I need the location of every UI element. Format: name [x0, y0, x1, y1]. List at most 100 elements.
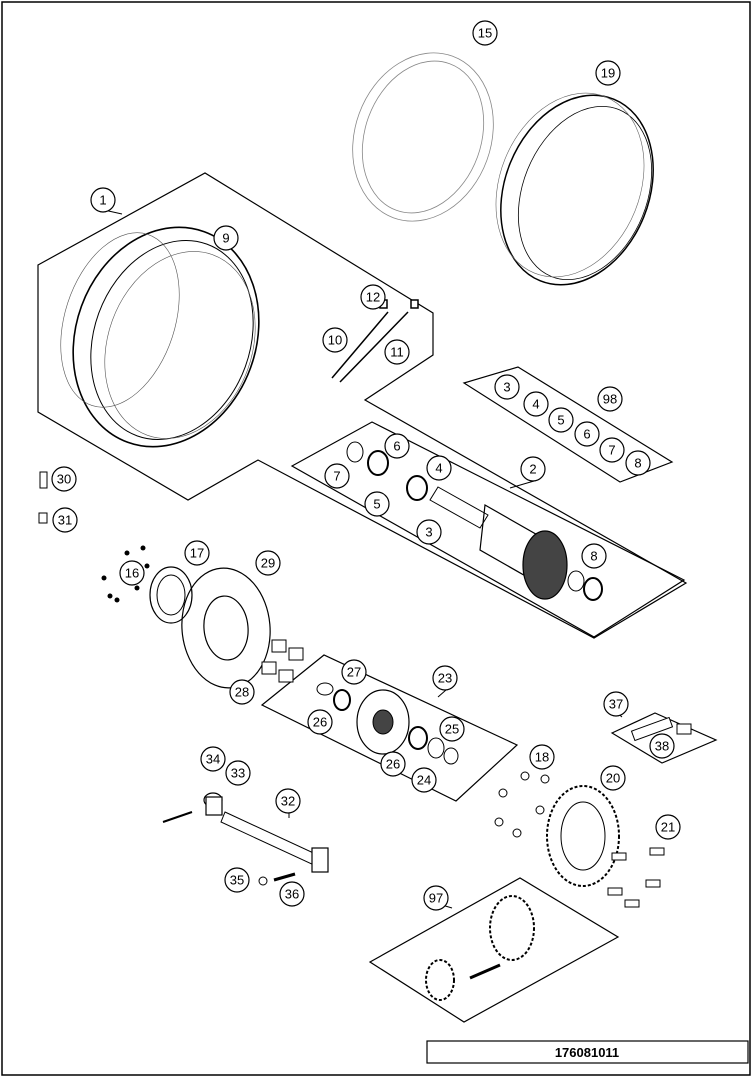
callout-circle — [384, 339, 410, 365]
callout-label: 6 — [583, 427, 590, 442]
callout-25: 25 — [439, 716, 465, 742]
callout-circle — [364, 491, 390, 517]
callout-circle — [548, 407, 574, 433]
callout-38: 38 — [649, 733, 675, 759]
callout-circle — [597, 386, 623, 412]
callout-circle — [581, 543, 607, 569]
callout-17: 17 — [184, 540, 210, 566]
callout-circle — [494, 374, 520, 400]
callout-12: 12 — [360, 284, 386, 310]
callout-26: 26 — [380, 751, 406, 777]
callout-circle — [603, 691, 629, 717]
callout-circle — [432, 665, 458, 691]
callout-label: 38 — [655, 739, 669, 754]
callout-circle — [224, 867, 250, 893]
callout-circle — [529, 744, 555, 770]
callout-label: 97 — [429, 891, 443, 906]
callout-15: 15 — [472, 20, 498, 46]
valve-parts-30-31 — [38, 471, 48, 524]
callout-37: 37 — [603, 691, 629, 717]
callout-circle — [520, 456, 546, 482]
dampers-28 — [261, 639, 304, 683]
callout-circle — [341, 659, 367, 685]
callout-label: 24 — [417, 773, 431, 788]
kit-37-outline — [610, 712, 718, 764]
callout-36: 36 — [279, 881, 305, 907]
callout-5: 5 — [364, 491, 390, 517]
callout-circle — [600, 765, 626, 791]
rim-tape-15 — [352, 52, 494, 222]
callout-circle — [90, 187, 116, 213]
callout-label: 19 — [601, 66, 615, 81]
callout-label: 16 — [125, 566, 139, 581]
callout-28: 28 — [229, 679, 255, 705]
callout-circle — [380, 751, 406, 777]
callout-16: 16 — [119, 560, 145, 586]
callout-24: 24 — [411, 767, 437, 793]
callout-layer: 1234567891011121516171819202123242526262… — [51, 20, 681, 911]
callout-circle — [119, 560, 145, 586]
callout-35: 35 — [224, 867, 250, 893]
brake-disc-29 — [181, 567, 271, 689]
callout-circle — [184, 540, 210, 566]
callout-label: 98 — [603, 392, 617, 407]
callout-label: 2 — [529, 462, 536, 477]
callout-label: 37 — [609, 697, 623, 712]
callout-34: 34 — [200, 746, 226, 772]
callout-circle — [439, 716, 465, 742]
drawing-number: 176081011 — [555, 1045, 619, 1060]
callout-circle — [229, 679, 255, 705]
callout-6: 6 — [574, 421, 600, 447]
tube-19 — [495, 92, 654, 286]
callout-21: 21 — [655, 814, 681, 840]
callout-label: 17 — [190, 546, 204, 561]
nuts-18 — [494, 771, 550, 838]
callout-label: 27 — [347, 665, 361, 680]
callout-circle — [423, 885, 449, 911]
callout-circle — [307, 709, 333, 735]
callout-label: 8 — [634, 456, 641, 471]
callout-label: 1 — [99, 193, 106, 208]
callout-circle — [384, 433, 410, 459]
callout-label: 6 — [393, 439, 400, 454]
callout-label: 23 — [438, 671, 452, 686]
callout-label: 28 — [235, 685, 249, 700]
callout-3: 3 — [494, 374, 520, 400]
callout-label: 4 — [435, 461, 442, 476]
callout-label: 8 — [590, 549, 597, 564]
callout-label: 3 — [425, 525, 432, 540]
disc-carrier-17 — [149, 566, 193, 624]
callout-label: 4 — [532, 397, 539, 412]
callout-circle — [599, 437, 625, 463]
callout-circle — [411, 767, 437, 793]
callout-27: 27 — [341, 659, 367, 685]
callout-1: 1 — [90, 187, 116, 213]
callout-6: 6 — [384, 433, 410, 459]
callout-label: 10 — [328, 333, 342, 348]
callout-circle — [360, 284, 386, 310]
callout-circle — [574, 421, 600, 447]
callout-10: 10 — [322, 327, 348, 353]
callout-98: 98 — [597, 386, 623, 412]
callout-2: 2 — [520, 456, 546, 482]
drawing-number-box — [426, 1040, 749, 1064]
callout-circle — [324, 463, 350, 489]
callout-circle — [275, 788, 301, 814]
callout-circle — [322, 327, 348, 353]
callout-circle — [595, 60, 621, 86]
kit-97-outline — [368, 877, 620, 1023]
callout-8: 8 — [581, 543, 607, 569]
callout-32: 32 — [275, 788, 301, 814]
callout-circle — [52, 507, 78, 533]
callout-label: 36 — [285, 887, 299, 902]
chain-37-38 — [630, 716, 692, 742]
callout-4: 4 — [523, 391, 549, 417]
callout-97: 97 — [423, 885, 449, 911]
callout-label: 18 — [535, 750, 549, 765]
callout-33: 33 — [225, 760, 251, 786]
callout-label: 9 — [222, 231, 229, 246]
callout-8: 8 — [625, 450, 651, 476]
axle-32 — [162, 792, 329, 886]
